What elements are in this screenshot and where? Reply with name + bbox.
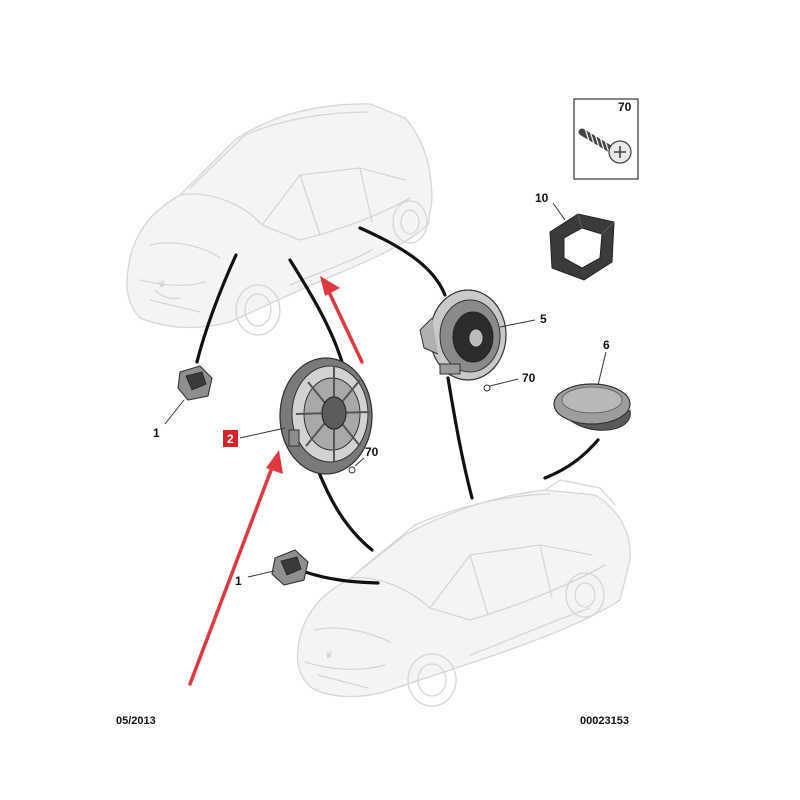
callout-1-lower: 1 <box>235 574 242 588</box>
date-code: 05/2013 <box>116 715 156 727</box>
woofer-speaker-icon <box>279 357 373 475</box>
leader-2 <box>239 427 286 439</box>
connector-plug-icon <box>177 365 213 401</box>
leader-6 <box>597 351 607 386</box>
leader-5 <box>499 319 536 328</box>
tweeter-icon <box>553 383 631 431</box>
callout-70-a: 70 <box>365 445 379 459</box>
leader-10 <box>552 202 566 221</box>
small-screw-icon <box>483 384 491 392</box>
legend-box-label: 70 <box>618 100 632 114</box>
callout-70-b: 70 <box>522 371 536 385</box>
leader-70-a <box>354 457 365 467</box>
coaxial-speaker-icon <box>419 289 507 381</box>
reference-number: 00023153 <box>580 715 629 727</box>
foam-ring-icon <box>549 213 615 281</box>
svg-text:♛: ♛ <box>158 280 166 290</box>
highlight-box-2 <box>223 430 238 447</box>
callout-6: 6 <box>603 338 610 352</box>
screw-legend-box: 70 <box>573 98 639 180</box>
leader-1-lower <box>247 570 275 578</box>
small-screw-icon <box>348 466 356 474</box>
leader-1-upper <box>164 399 185 425</box>
connector-plug-icon <box>271 549 309 586</box>
connector-lines <box>195 226 600 585</box>
sedan-car-icon: ♛ <box>296 479 631 707</box>
leader-70-b <box>489 378 519 387</box>
callout-5: 5 <box>540 312 547 326</box>
red-arrows <box>188 276 364 686</box>
svg-text:♛: ♛ <box>325 651 333 661</box>
callout-1-upper: 1 <box>153 426 160 440</box>
screw-icon <box>578 127 632 164</box>
hatchback-car-icon: ♛ <box>126 103 433 336</box>
callout-10: 10 <box>535 191 549 205</box>
callout-2: 2 <box>227 432 234 446</box>
